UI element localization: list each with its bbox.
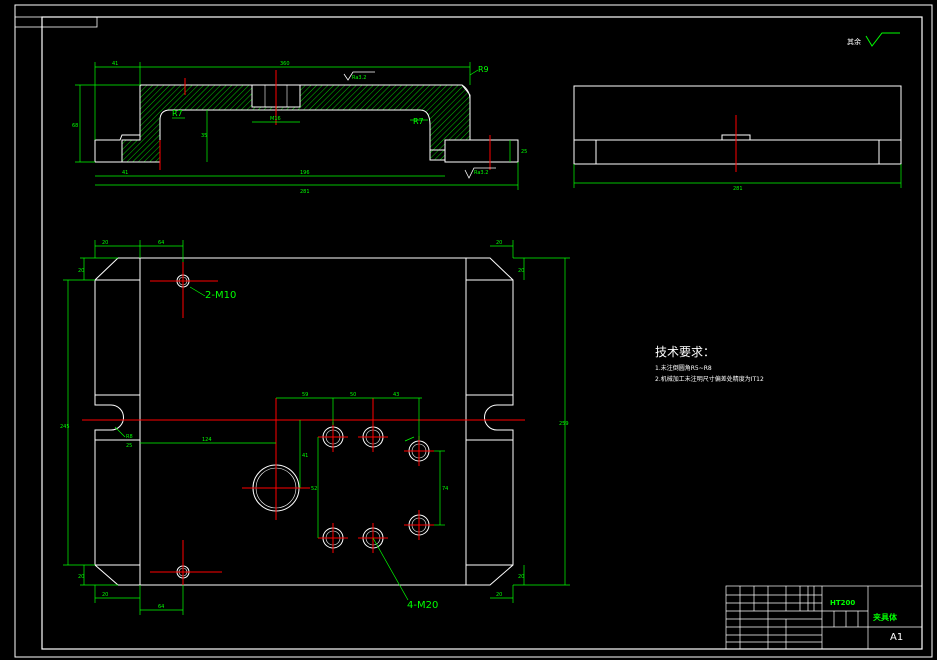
plan-dim-right-bottom: 20 <box>518 574 524 580</box>
corner-tab <box>14 16 98 28</box>
center-dim-label: M16 <box>270 116 281 122</box>
dim-bottom-left: 41 <box>122 170 128 176</box>
section-view: R9 R7 R7 Ra3.2 Ra3.2 M16 360 41 196 41 2… <box>72 61 527 195</box>
title-block-part-name: 夹具体 <box>873 612 898 622</box>
plan-dim-holes-v1: 41 <box>302 453 308 459</box>
radius-r9-label: R9 <box>478 65 489 74</box>
plan-dim-holes-2: 50 <box>350 392 356 398</box>
side-dim-bottom: 281 <box>733 186 743 192</box>
section-hatched-body <box>121 84 471 163</box>
dim-height-right: 25 <box>521 149 527 155</box>
plan-dim-top-left: 20 <box>102 240 108 246</box>
plan-outline <box>94 257 514 586</box>
plan-dim-top-mid: 64 <box>158 240 164 246</box>
title-block-sheet-size: A1 <box>890 632 903 643</box>
plan-dim-right-small: 20 <box>518 268 524 274</box>
technical-requirements: 技术要求： 1.未注倒圆角R5~R8 2.机械加工未注明尺寸偏差处精度为IT12 <box>655 345 764 383</box>
plan-view: 2-M10 4-M20 20 64 20 20 64 20 245 259 20… <box>60 240 570 615</box>
m20-hole-6 <box>318 523 348 553</box>
general-roughness-note: 其余 <box>847 32 900 47</box>
side-view-outline <box>573 85 902 165</box>
plan-dim-left-bottom: 20 <box>78 574 84 580</box>
plan-dim-left-small: 20 <box>78 268 84 274</box>
title-block-material: HT200 <box>830 599 855 607</box>
radius-r7-right-label: R7 <box>413 117 424 126</box>
plan-dim-bottom-right: 20 <box>496 592 502 598</box>
plan-dim-holes-3: 43 <box>393 392 399 398</box>
section-outline <box>94 84 519 163</box>
dim-height-total: 68 <box>72 123 78 129</box>
dim-height-inner: 35 <box>201 133 207 139</box>
thread-m10-label: 2-M10 <box>205 290 236 301</box>
plan-dim-top-right: 20 <box>496 240 502 246</box>
plan-slot-radius: R8 <box>126 434 133 440</box>
dim-top-total: 360 <box>280 61 290 67</box>
roughness-value-2: Ra3.2 <box>474 170 488 176</box>
side-view: 281 <box>573 85 902 192</box>
roughness-value-1: Ra3.2 <box>352 75 366 81</box>
title-block <box>725 585 923 650</box>
tech-requirement-2: 2.机械加工未注明尺寸偏差处精度为IT12 <box>655 375 764 383</box>
dim-top-left: 41 <box>112 61 118 67</box>
plan-dim-left-total: 245 <box>60 424 70 430</box>
roughness-label: 其余 <box>847 37 861 46</box>
plan-dim-holes-v2: 52 <box>311 486 317 492</box>
plan-dim-center-x: 124 <box>202 437 212 443</box>
m20-hole-4 <box>404 510 434 540</box>
roughness-symbol-1-icon <box>343 71 375 81</box>
plan-dim-holes-v3: 74 <box>442 486 448 492</box>
plan-slot-width: 25 <box>126 443 132 449</box>
m20-holes <box>318 398 434 553</box>
m20-hole-2 <box>358 398 388 452</box>
m20-hole-1 <box>318 422 348 452</box>
roughness-symbol-2-icon <box>464 167 496 179</box>
central-bore <box>242 398 310 520</box>
plan-dimension-lines <box>63 240 570 615</box>
dim-bottom-inner: 196 <box>300 170 310 176</box>
thread-m20-label: 4-M20 <box>407 600 438 611</box>
m10-hole-top <box>150 262 218 318</box>
plan-dim-holes-1: 59 <box>302 392 308 398</box>
outer-border <box>14 4 933 658</box>
plan-dim-right-total: 259 <box>559 421 569 427</box>
m10-hole-bottom <box>150 540 222 585</box>
dim-bottom-total: 281 <box>300 189 310 195</box>
plan-dim-bottom-left: 20 <box>102 592 108 598</box>
radius-r7-left-label: R7 <box>172 109 183 118</box>
tech-requirements-title: 技术要求： <box>655 345 715 359</box>
plan-dim-bottom-mid: 64 <box>158 604 164 610</box>
m20-hole-3 <box>404 436 434 466</box>
roughness-symbol-icon <box>865 32 900 47</box>
inner-border <box>41 16 923 650</box>
tech-requirement-1: 1.未注倒圆角R5~R8 <box>655 364 712 372</box>
